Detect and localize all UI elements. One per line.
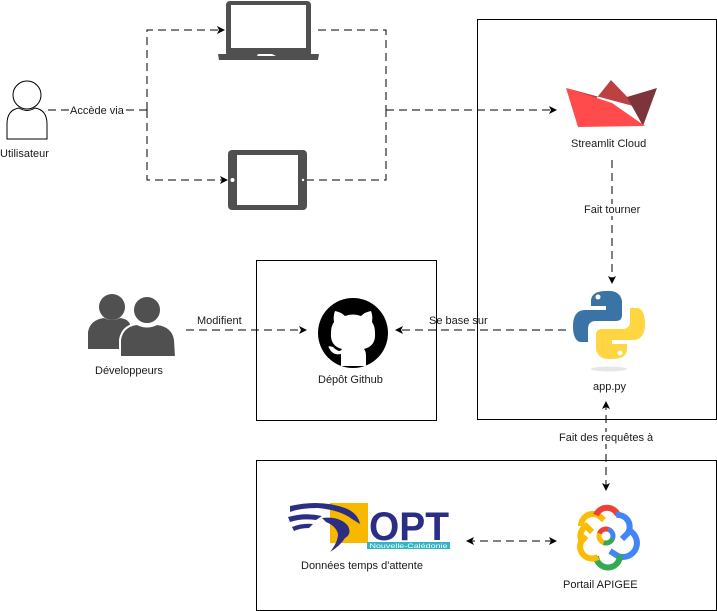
opt-logo-icon: OPT Nouvelle-Calédonie	[288, 502, 450, 552]
streamlit-label: Streamlit Cloud	[571, 138, 647, 150]
user-label: Utilisateur	[0, 148, 49, 160]
github-container	[256, 260, 437, 421]
github-label: Dépôt Github	[318, 374, 383, 386]
apigee-logo-icon	[577, 504, 640, 571]
apigee-label: Portail APIGEE	[563, 579, 638, 591]
edge-label-se-base-sur: Se base sur	[429, 315, 488, 327]
streamlit-container	[477, 19, 717, 420]
tablet-icon	[228, 150, 307, 210]
developers-label: Développeurs	[95, 365, 163, 377]
data-sources-container	[256, 460, 717, 611]
users-group-icon	[88, 294, 178, 358]
github-logo-icon	[318, 298, 388, 368]
edge-tablet-merge	[306, 110, 387, 181]
app-label: app.py	[593, 381, 627, 393]
edge-laptop-merge	[318, 29, 387, 110]
opt-label: Données temps d'attente	[301, 560, 423, 572]
edge-label-accede-via: Accède via	[69, 105, 125, 117]
opt-logo-subtext: Nouvelle-Calédonie	[370, 543, 449, 550]
streamlit-logo-icon	[566, 80, 657, 127]
edge-label-fait-tourner: Fait tourner	[583, 204, 642, 216]
opt-logo-text: OPT	[369, 505, 449, 549]
edge-to-tablet	[146, 110, 228, 184]
laptop-icon	[218, 1, 319, 60]
edge-label-modifient: Modifient	[197, 315, 242, 327]
edge-label-fait-des-requetes: Fait des requêtes à	[558, 432, 655, 444]
edge-to-laptop	[146, 26, 225, 110]
python-logo-icon	[573, 290, 645, 372]
user-outline-icon	[6, 80, 48, 140]
